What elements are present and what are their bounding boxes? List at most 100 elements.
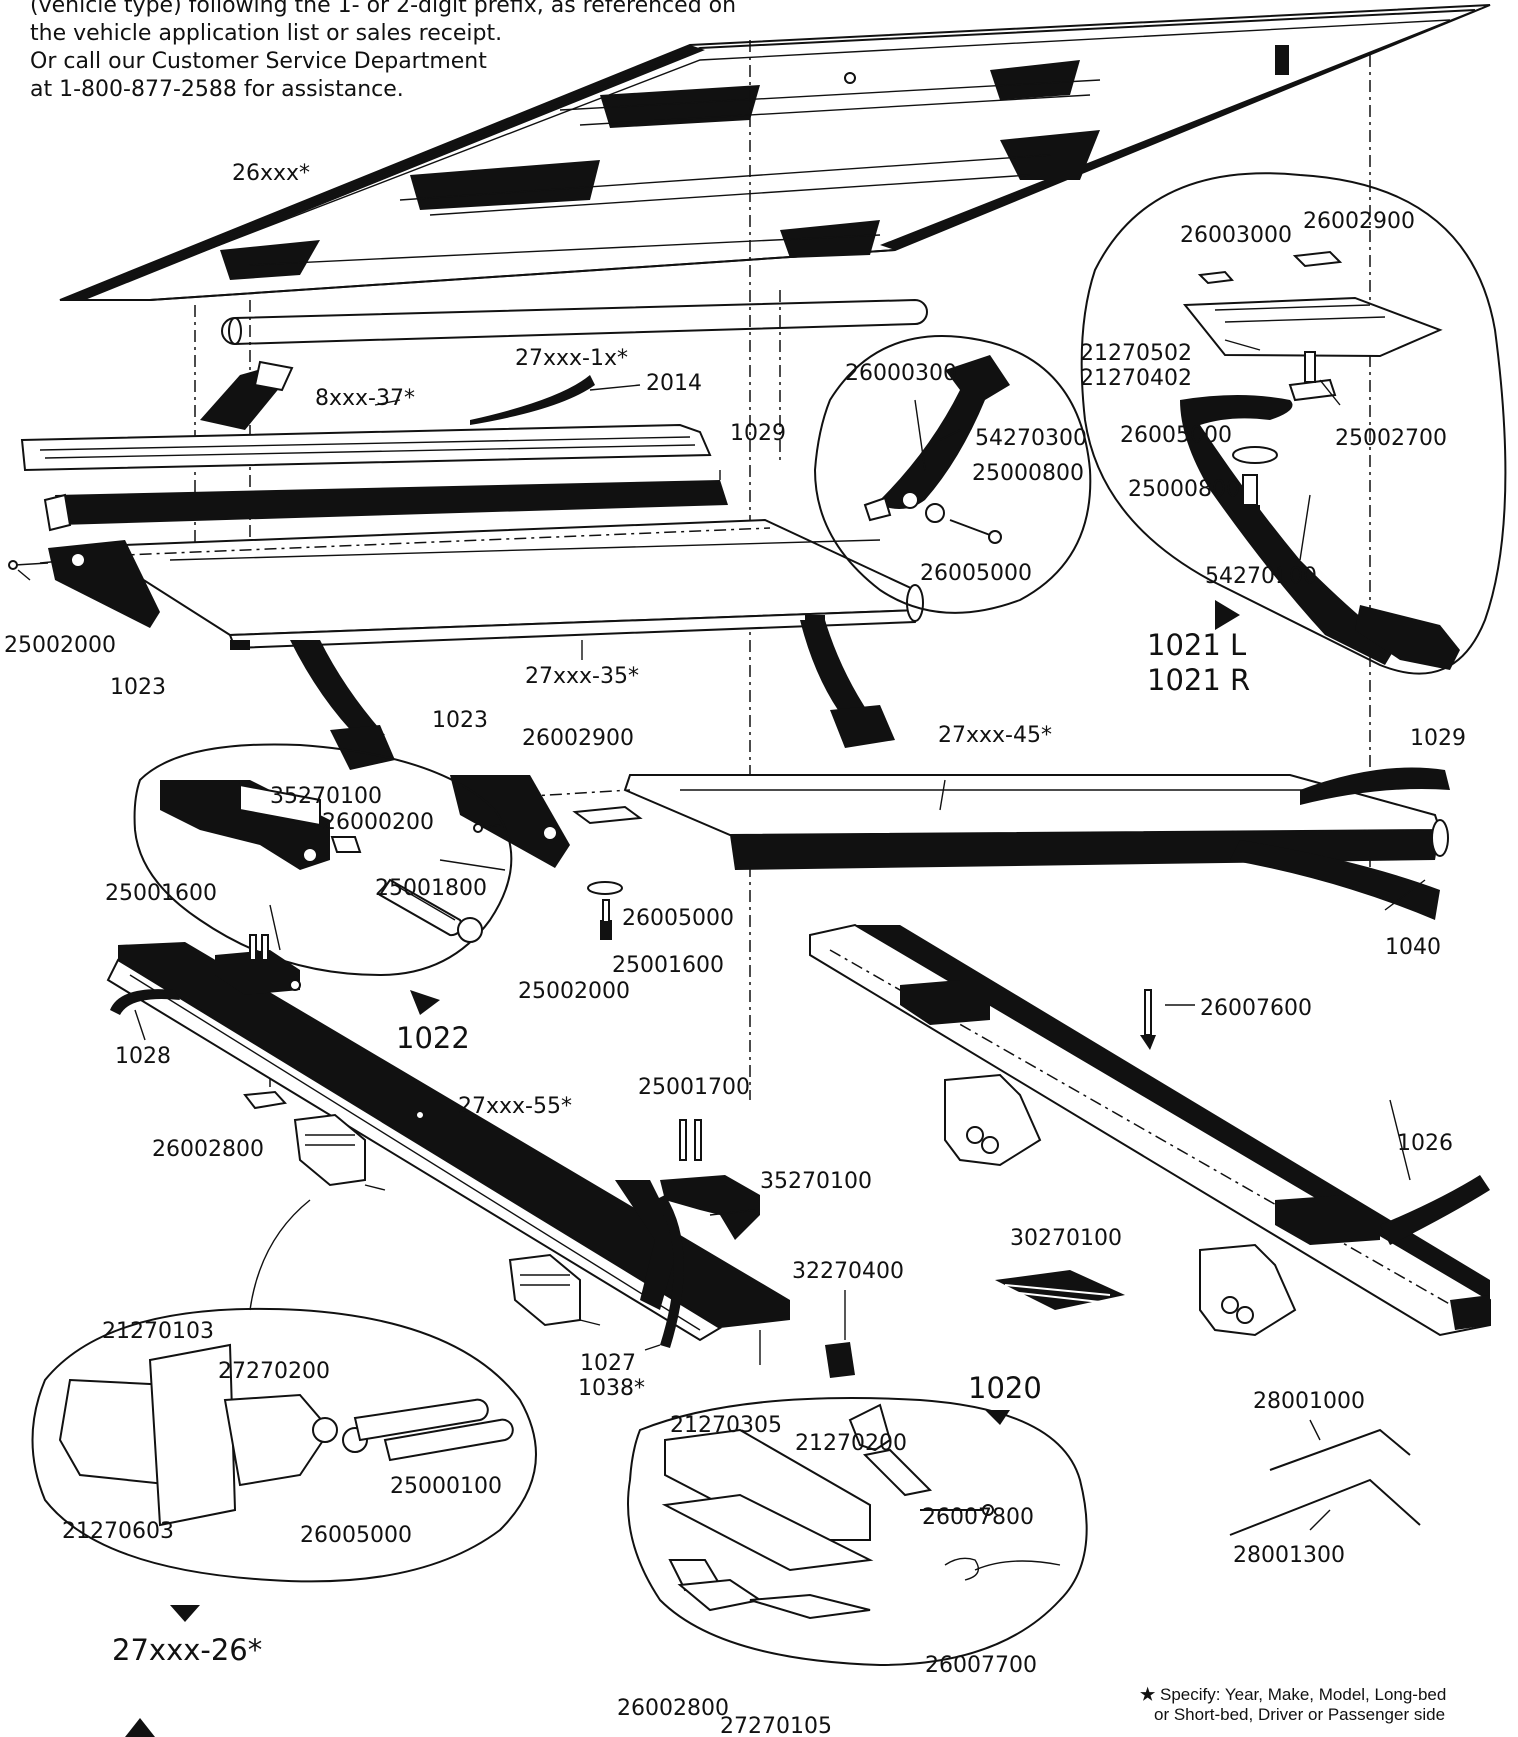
- label-25002000-left: 25002000: [4, 633, 116, 658]
- label-54270300: 54270300: [975, 426, 1087, 451]
- label-bow-45: 27xxx-45*: [938, 723, 1052, 748]
- label-27270105: 27270105: [720, 1714, 832, 1737]
- detail-1020: [627, 1397, 1088, 1667]
- label-21270603: 21270603: [62, 1519, 174, 1544]
- label-25001600-left: 25001600: [105, 881, 217, 906]
- label-21270502: 21270502: [1080, 341, 1192, 366]
- footnote-text-2: or Short-bed, Driver or Passenger side: [1154, 1705, 1446, 1724]
- footnote: ★ Specify: Year, Make, Model, Long-bed o…: [1140, 1685, 1518, 1725]
- footnote-line: ★ Specify: Year, Make, Model, Long-bed: [1140, 1685, 1518, 1705]
- pad-26002900-mid: [572, 805, 643, 825]
- label-25000800-right: 25000800: [1128, 477, 1240, 502]
- clamp-b: [508, 1253, 601, 1327]
- detail-27xxx-26: [31, 1307, 537, 1622]
- label-26002800-a: 26002800: [152, 1137, 264, 1162]
- label-1029-top: 1029: [730, 421, 786, 446]
- label-bow-35: 27xxx-35*: [525, 664, 639, 689]
- part-labels: 26xxx* 27xxx-1x* 2014 8xxx-37* 1029 2500…: [4, 161, 1466, 1737]
- detail-54270300: [813, 335, 1092, 614]
- bow-45: [499, 767, 1450, 920]
- bracket-right-b: [1199, 1243, 1297, 1337]
- label-26002900-mid: 26002900: [522, 726, 634, 751]
- label-25000100: 25000100: [390, 1474, 502, 1499]
- label-1026: 1026: [1397, 1131, 1453, 1156]
- star-icon: ★: [1140, 1685, 1156, 1704]
- clamp-a: [293, 1113, 386, 1191]
- bolt-25001600-c: [600, 899, 612, 940]
- label-28001000: 28001000: [1253, 1389, 1365, 1414]
- bracket-right-a: [944, 1073, 1042, 1167]
- pad-26002800-a: [243, 1090, 287, 1110]
- label-28001300: 28001300: [1233, 1543, 1345, 1568]
- label-rail-1x: 27xxx-1x*: [515, 346, 628, 371]
- plate-30270100: [995, 1270, 1125, 1310]
- header-note: (vehicle type) following the 1- or 2-dig…: [30, 0, 750, 104]
- washer-26005000-c: [587, 881, 623, 895]
- header-note-line: the vehicle application list or sales re…: [30, 21, 503, 46]
- label-rail-37: 8xxx-37*: [315, 386, 415, 411]
- rail-37: [20, 360, 712, 472]
- label-26005000-d: 26005000: [300, 1523, 412, 1548]
- label-25002000-mid: 25002000: [518, 979, 630, 1004]
- label-35270100-b: 35270100: [760, 1169, 872, 1194]
- block-35270100-b: [660, 1175, 760, 1240]
- label-26002800-b: 26002800: [617, 1696, 729, 1721]
- label-54270100: 54270100: [1205, 564, 1317, 589]
- bolt-25001700: [679, 1119, 702, 1161]
- label-21270305: 21270305: [670, 1413, 782, 1438]
- header-note-line: at 1-800-877-2588 for assistance.: [30, 77, 404, 102]
- label-21270402: 21270402: [1080, 366, 1192, 391]
- label-1029-right: 1029: [1410, 726, 1466, 751]
- cross-tube: [221, 298, 928, 346]
- label-rail-55: 27xxx-55*: [458, 1094, 572, 1119]
- label-1023-left: 1023: [110, 675, 166, 700]
- label-26002900-top: 26002900: [1303, 209, 1415, 234]
- label-1021L: 1021 L: [1147, 628, 1246, 662]
- rail-55: [106, 934, 790, 1342]
- label-21270200: 21270200: [795, 1431, 907, 1456]
- tarp-cover: [59, 4, 1491, 301]
- label-25000800-mid: 25000800: [972, 461, 1084, 486]
- seal-1029-top: [43, 480, 728, 532]
- label-1021R: 1021 R: [1147, 663, 1250, 697]
- label-32270400: 32270400: [792, 1259, 904, 1284]
- label-21270103: 21270103: [102, 1319, 214, 1344]
- label-25001600-c: 25001600: [612, 953, 724, 978]
- detail-1022: [133, 743, 513, 1015]
- label-tarp: 26xxx*: [232, 161, 310, 186]
- label-25001700: 25001700: [638, 1075, 750, 1100]
- cap-32270400: [825, 1342, 855, 1378]
- label-26000300: 26000300: [845, 361, 957, 386]
- label-1023-mid: 1023: [432, 708, 488, 733]
- rail-right: [809, 923, 1491, 1337]
- label-1020: 1020: [968, 1371, 1042, 1405]
- label-26005000-mid: 26005000: [920, 561, 1032, 586]
- label-27xxx-26: 27xxx-26*: [112, 1633, 262, 1667]
- hex-key-28001300: [1229, 1478, 1421, 1536]
- label-1040: 1040: [1385, 935, 1441, 960]
- leader-lines: [17, 339, 1426, 1571]
- label-26003000: 26003000: [1180, 223, 1292, 248]
- label-27270200: 27270200: [218, 1359, 330, 1384]
- header-note-line: Or call our Customer Service Department: [30, 49, 487, 74]
- label-26007600: 26007600: [1200, 996, 1312, 1021]
- label-26007800: 26007800: [922, 1505, 1034, 1530]
- label-26007700: 26007700: [925, 1653, 1037, 1678]
- label-26005000-c: 26005000: [622, 906, 734, 931]
- header-note-line: (vehicle type) following the 1- or 2-dig…: [30, 0, 737, 18]
- label-26000200: 26000200: [322, 810, 434, 835]
- label-26005000-right: 26005000: [1120, 423, 1232, 448]
- hex-key-28001000: [1269, 1428, 1411, 1471]
- label-1038: 1038*: [578, 1376, 645, 1401]
- label-2014: 2014: [646, 371, 702, 396]
- label-25001800: 25001800: [375, 876, 487, 901]
- corner-mark: [125, 1718, 155, 1737]
- label-1028: 1028: [115, 1044, 171, 1069]
- seal-1027: [655, 1195, 684, 1348]
- label-25002700: 25002700: [1335, 426, 1447, 451]
- footnote-text-1: Specify: Year, Make, Model, Long-bed: [1159, 1685, 1447, 1704]
- label-1022: 1022: [396, 1021, 470, 1055]
- detail-1021: [1080, 172, 1507, 675]
- label-35270100-a: 35270100: [270, 784, 382, 809]
